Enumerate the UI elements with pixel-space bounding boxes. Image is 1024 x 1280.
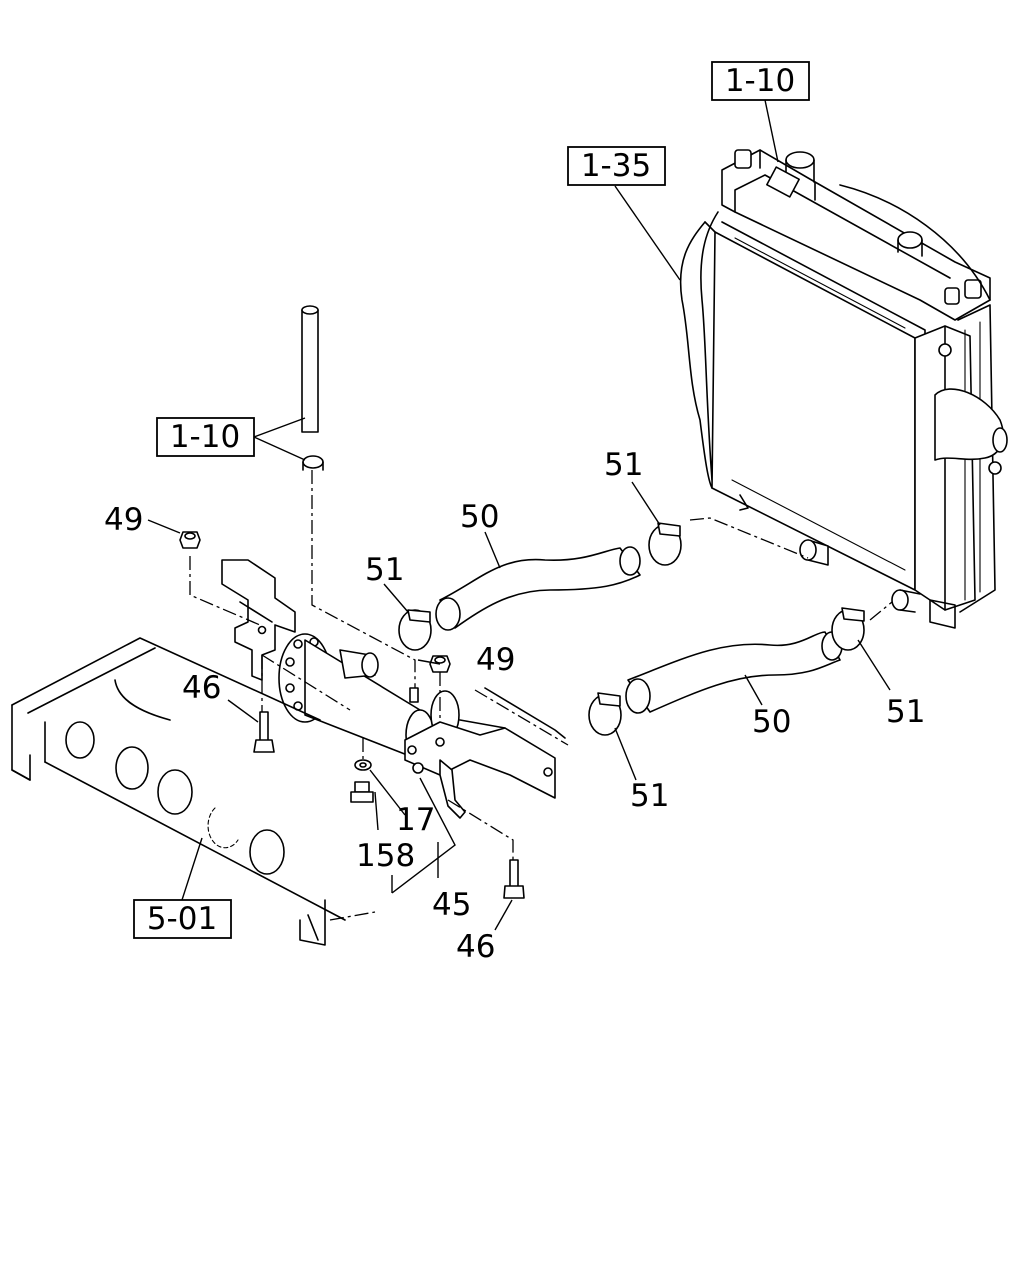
callout-hose-upper: 50 bbox=[460, 499, 499, 535]
callout-nut-left: 49 bbox=[104, 502, 143, 538]
reference-box-radiator-top[interactable]: 1-10 bbox=[711, 61, 810, 101]
reference-box-pipe-top[interactable]: 1-10 bbox=[156, 417, 255, 457]
frame-member bbox=[11, 637, 346, 946]
callout-nut-mid: 49 bbox=[476, 642, 515, 678]
callout-bolt-small: 158 bbox=[356, 838, 415, 874]
radiator bbox=[679, 149, 1008, 629]
vertical-pipe bbox=[301, 305, 324, 471]
ref-label: 1-10 bbox=[170, 419, 240, 455]
cross-pipe-assembly bbox=[278, 633, 566, 819]
hose-clamps bbox=[398, 522, 865, 736]
callout-clamp-c: 51 bbox=[630, 778, 669, 814]
reference-box-frame[interactable]: 5-01 bbox=[133, 899, 232, 939]
callout-assembly: 45 bbox=[432, 887, 471, 923]
callout-clamp-d: 51 bbox=[886, 694, 925, 730]
callout-hose-lower: 50 bbox=[752, 704, 791, 740]
ref-label: 5-01 bbox=[147, 901, 217, 937]
hoses bbox=[435, 546, 843, 714]
callout-washer: 17 bbox=[396, 802, 435, 838]
callout-bolt-right: 46 bbox=[456, 929, 495, 965]
fasteners bbox=[179, 531, 525, 899]
ref-label: 1-35 bbox=[581, 148, 651, 184]
callout-clamp-b: 51 bbox=[604, 447, 643, 483]
leader-lines bbox=[147, 99, 891, 931]
ref-label: 1-10 bbox=[725, 63, 795, 99]
reference-box-radiator-shroud[interactable]: 1-35 bbox=[567, 146, 666, 186]
callout-clamp-a: 51 bbox=[365, 552, 404, 588]
assembly-lines bbox=[189, 470, 893, 921]
callout-bolt-left: 46 bbox=[182, 670, 221, 706]
